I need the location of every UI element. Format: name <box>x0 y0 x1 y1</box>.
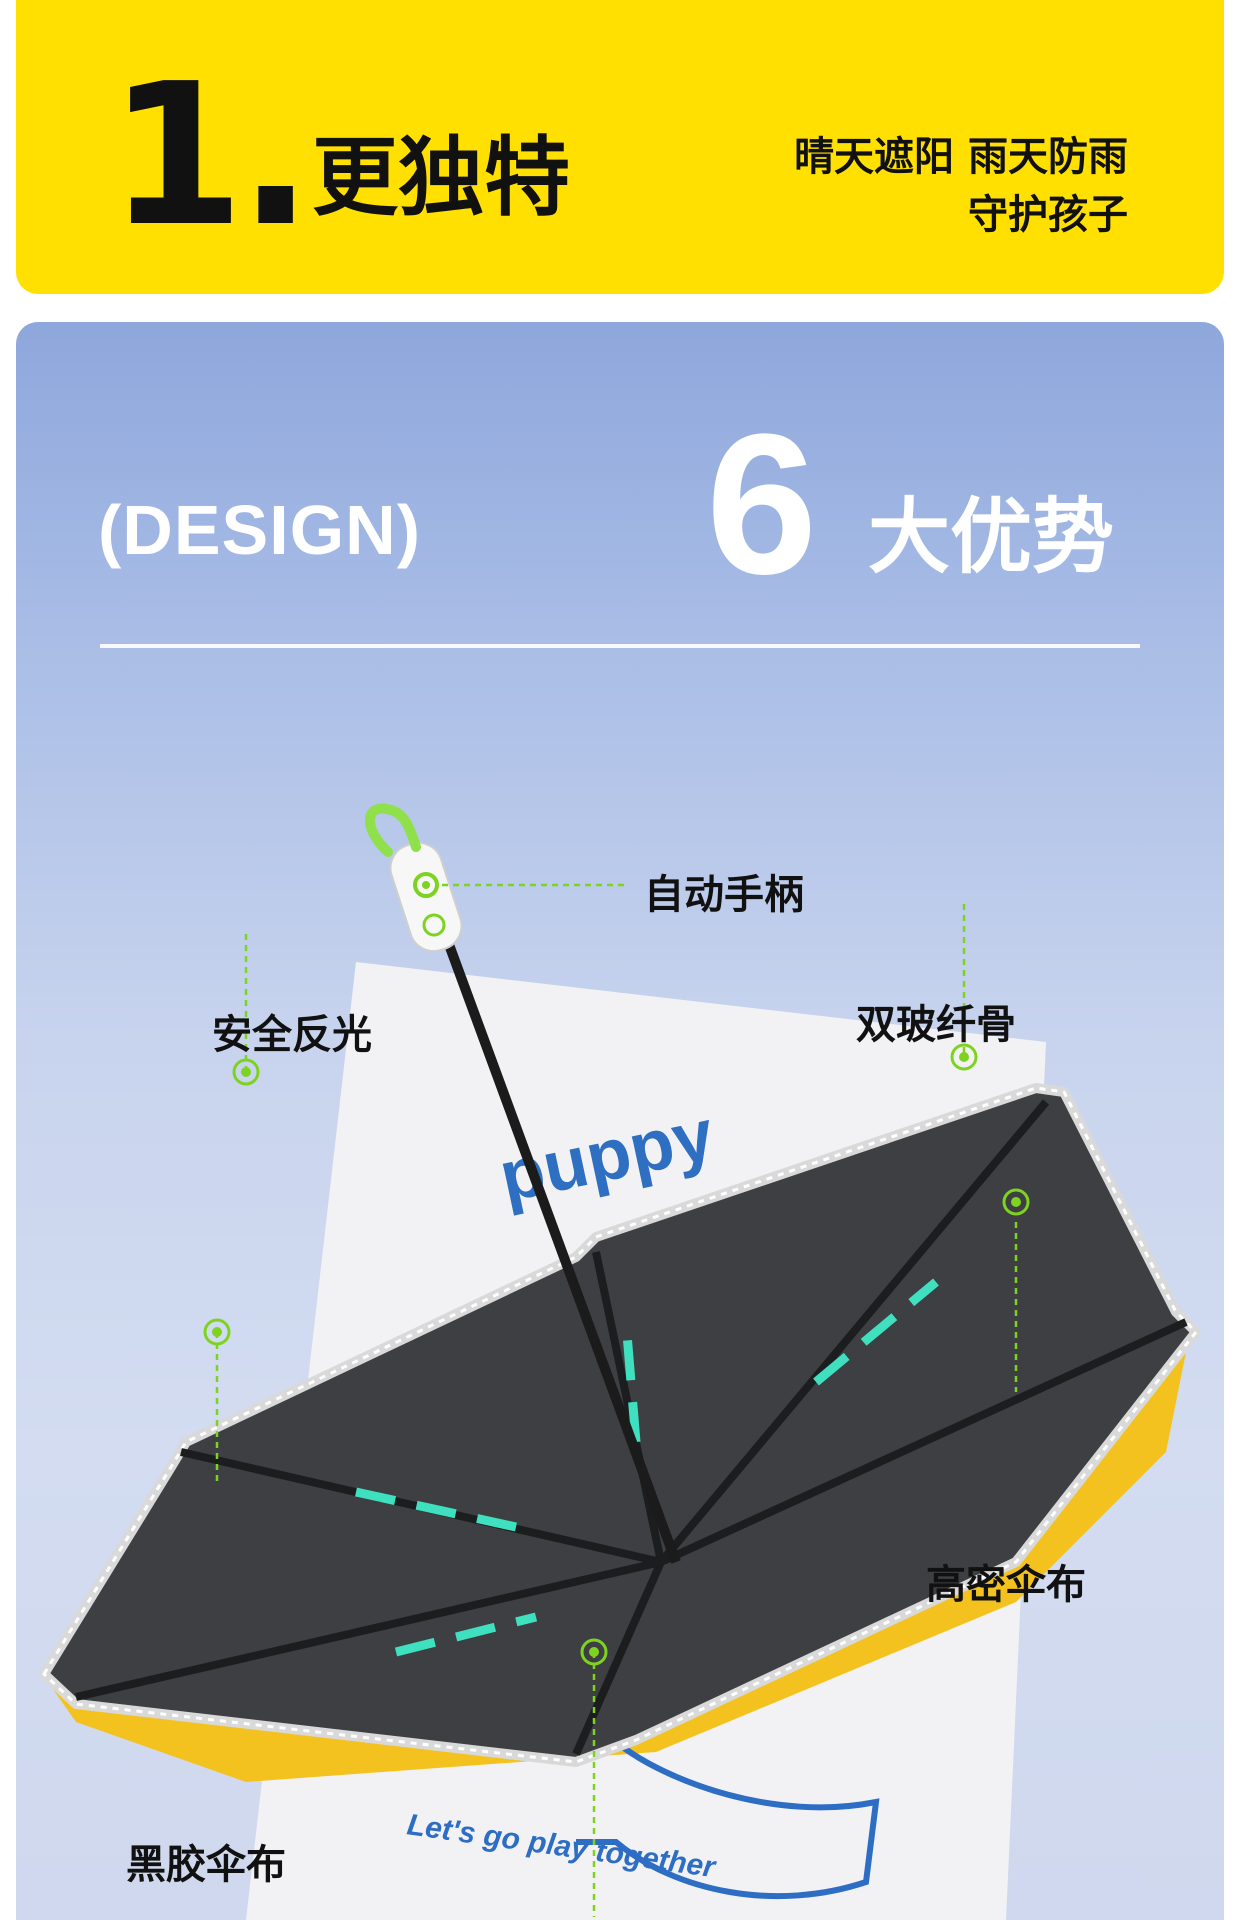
tagline-line-2: 守护孩子 <box>968 192 1128 238</box>
feature-panel: (DESIGN) 6 大优势 puppy <box>16 322 1224 1920</box>
callout-markers <box>203 1043 1030 1666</box>
divider <box>100 644 1140 648</box>
marker-fabric-icon <box>1002 1188 1030 1216</box>
marker-edge-icon <box>580 1638 608 1666</box>
reflective-stitching <box>42 1086 1198 1764</box>
callout-handle: 自动手柄 <box>644 872 804 918</box>
marker-reflective-icon <box>232 1058 260 1086</box>
callout-fabric: 高密伞布 <box>926 1562 1086 1608</box>
handle-button-dot <box>422 881 430 889</box>
section-number: 1. <box>108 42 313 270</box>
header-banner: 1. 更独特 晴天遮阳 雨天防雨 守护孩子 <box>16 0 1224 294</box>
tagline: 晴天遮阳 雨天防雨 守护孩子 <box>794 128 1128 244</box>
handle-button-icon <box>413 872 439 898</box>
design-label: (DESIGN) <box>98 491 421 569</box>
umbrella-shaft <box>421 880 681 1564</box>
rib-accents <box>355 1278 939 1657</box>
callout-coating: 黑胶伞布 <box>126 1842 286 1888</box>
callout-reflective: 安全反光 <box>212 1012 372 1058</box>
handle-button-2-icon <box>422 913 446 937</box>
handle-strap <box>365 803 421 857</box>
tagline-line-1: 晴天遮阳 雨天防雨 <box>794 134 1128 180</box>
umbrella-illustration: puppy <box>39 803 1201 1920</box>
callout-ribs: 双玻纤骨 <box>856 1002 1016 1048</box>
callout-leaders <box>215 883 1018 1917</box>
advantage-label: 大优势 <box>868 490 1115 585</box>
marker-ribs-icon <box>950 1043 978 1071</box>
marker-coating-icon <box>203 1318 231 1346</box>
advantage-count: 6 <box>706 393 818 616</box>
section-title: 更独特 <box>312 128 570 228</box>
